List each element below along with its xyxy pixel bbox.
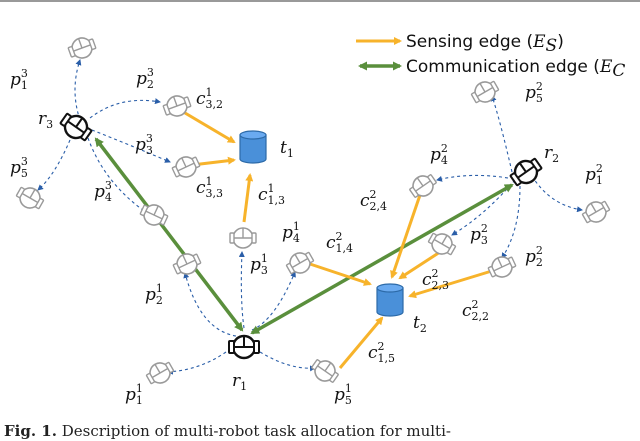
robot-p5-1 bbox=[307, 354, 343, 388]
sensing-edge-c23 bbox=[398, 250, 441, 280]
communication-edges bbox=[94, 137, 514, 335]
robot-p5-2 bbox=[467, 76, 503, 108]
label-r3: r3 bbox=[38, 109, 53, 131]
robot-p2-2 bbox=[485, 251, 519, 283]
robot-p4-1 bbox=[282, 247, 318, 279]
robot-p1-1 bbox=[142, 357, 178, 389]
robot-p4-3 bbox=[137, 199, 171, 231]
dashed-paths bbox=[37, 59, 583, 375]
comm-edge-r1-r3 bbox=[94, 137, 244, 332]
sensing-edge-c14 bbox=[309, 262, 372, 286]
robot-p1-3 bbox=[65, 33, 99, 63]
sensing-edge-c32 bbox=[179, 108, 236, 144]
sensing-edges bbox=[179, 108, 496, 369]
label-t2: t2 bbox=[413, 313, 427, 335]
legend-communication-label: Communication edge (EC bbox=[406, 57, 625, 81]
robot-p4-2 bbox=[405, 169, 441, 203]
comm-edge-r1-r2 bbox=[250, 183, 514, 335]
robot-p3-1 bbox=[229, 227, 257, 249]
legend-sensing-label: Sensing edge (ES) bbox=[406, 32, 564, 56]
robot-r2 bbox=[506, 153, 546, 191]
sensing-edge-c24 bbox=[390, 194, 422, 279]
task-t1 bbox=[239, 130, 267, 164]
sensing-edge-c15 bbox=[338, 316, 384, 369]
sensing-edge-c13 bbox=[242, 173, 254, 223]
label-t1: t1 bbox=[280, 138, 294, 160]
figure-caption: Fig. 1. Description of multi-robot task … bbox=[4, 422, 451, 440]
legend: Sensing edge (ES) Communication edge (EC bbox=[356, 32, 625, 81]
label-r2: r2 bbox=[544, 143, 559, 165]
robot-p1-2 bbox=[578, 196, 614, 228]
robot-p3-2 bbox=[424, 228, 460, 260]
sensing-edge-c22 bbox=[408, 268, 496, 299]
robot-r1 bbox=[227, 334, 261, 360]
task-t2 bbox=[376, 283, 404, 317]
label-r1: r1 bbox=[232, 371, 247, 393]
